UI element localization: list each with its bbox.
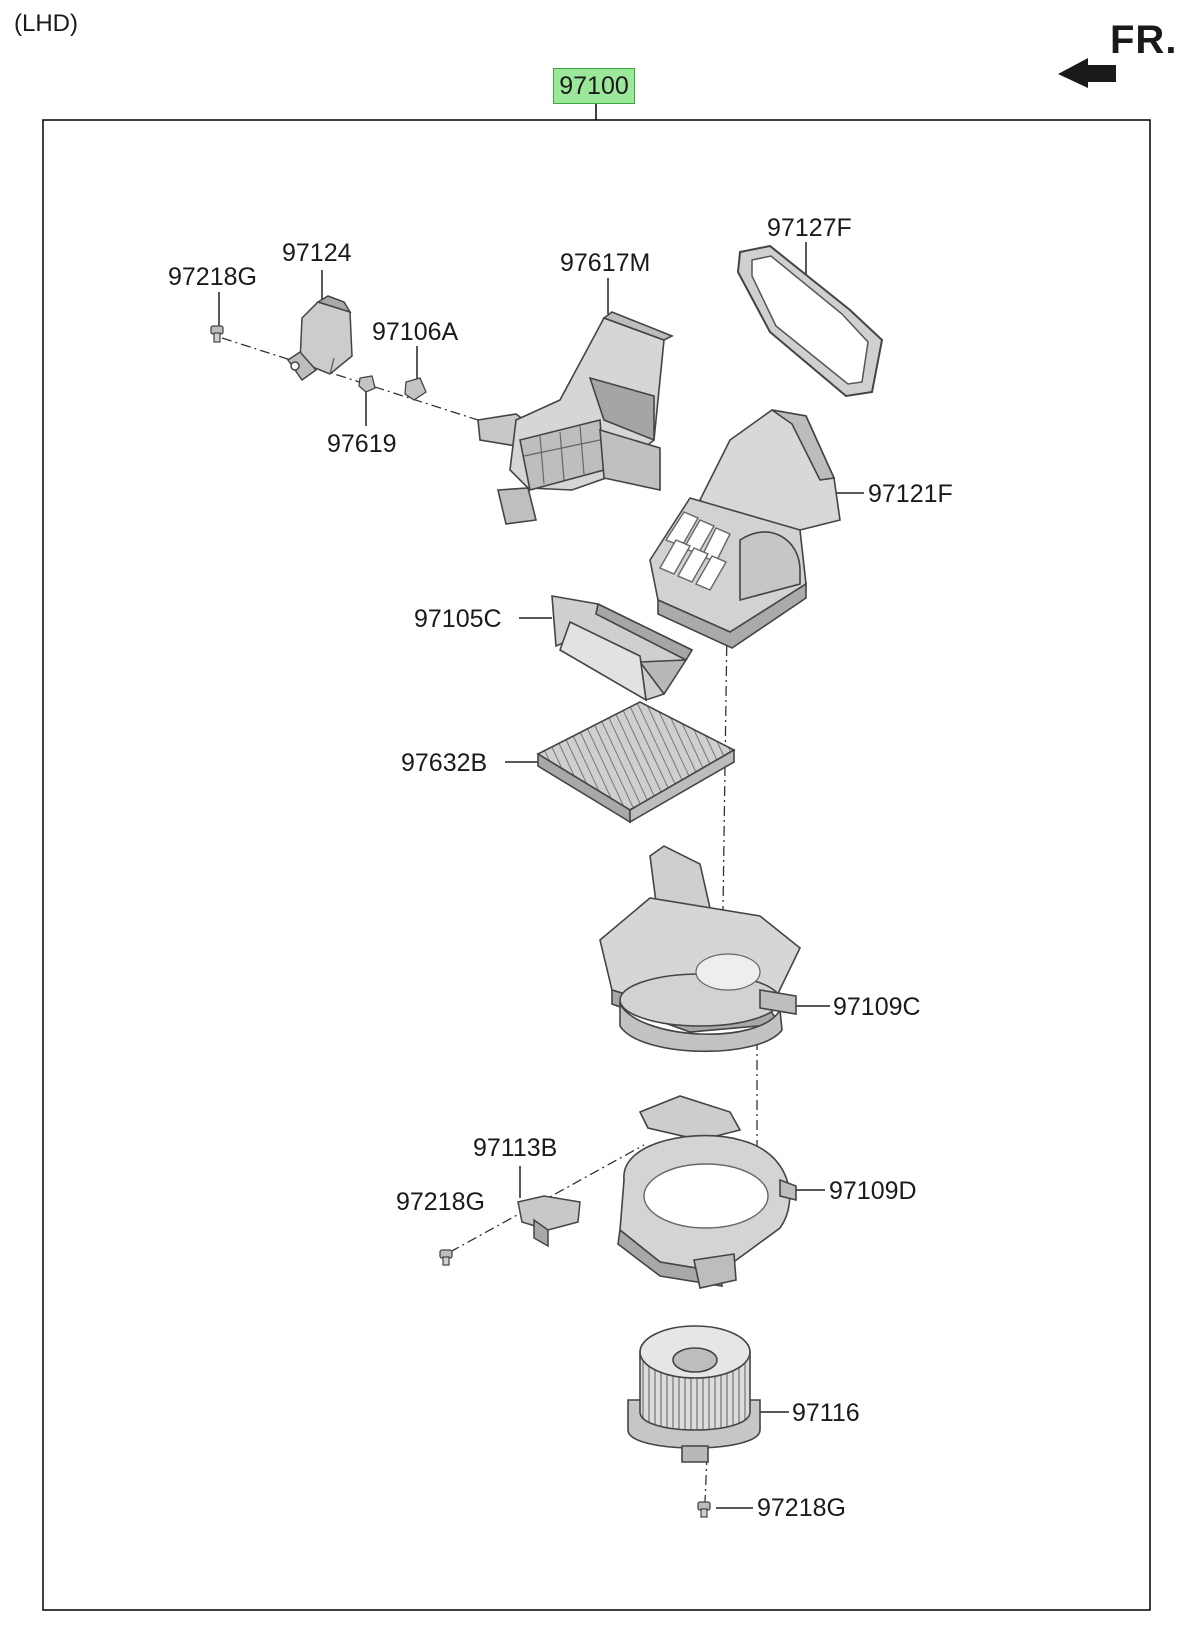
screw-97218G-mid[interactable]	[439, 1249, 453, 1266]
cabin-filter-97632B[interactable]	[536, 701, 736, 824]
link-97106A[interactable]	[404, 377, 427, 401]
callout-97632B[interactable]: 97632B	[401, 749, 488, 777]
blower-motor-97116[interactable]	[627, 1325, 761, 1463]
callout-97109D[interactable]: 97109D	[829, 1177, 917, 1205]
callout-97124[interactable]: 97124	[282, 239, 352, 267]
callout-97218G-bottom[interactable]: 97218G	[757, 1494, 846, 1522]
blower-case-lower-97109D[interactable]	[617, 1095, 797, 1289]
callout-97109C[interactable]: 97109C	[833, 993, 921, 1021]
screw-97218G-top[interactable]	[210, 325, 224, 343]
pin-97619[interactable]	[358, 375, 376, 393]
callout-97116[interactable]: 97116	[792, 1399, 860, 1427]
assembly-number-badge[interactable]: 97100	[553, 68, 635, 104]
filter-frame-97105C[interactable]	[551, 595, 694, 702]
blower-case-upper-97109C[interactable]	[599, 845, 801, 1053]
callout-97106A[interactable]: 97106A	[372, 318, 459, 346]
assembly-frame	[42, 104, 1151, 1611]
callout-97121F[interactable]: 97121F	[868, 480, 953, 508]
drive-side-note: (LHD)	[14, 10, 78, 37]
intake-housing-97121F[interactable]	[649, 409, 841, 649]
front-direction-label: FR.	[1110, 18, 1178, 62]
leader-lines	[218, 242, 864, 1509]
callout-97218G-top[interactable]: 97218G	[168, 263, 257, 291]
resistor-97113B[interactable]	[517, 1195, 581, 1248]
callout-97113B[interactable]: 97113B	[473, 1134, 558, 1162]
callout-97619[interactable]: 97619	[327, 430, 397, 458]
arrow-left-icon	[1058, 58, 1116, 88]
callout-97105C[interactable]: 97105C	[414, 605, 502, 633]
actuator-97124[interactable]	[286, 295, 353, 382]
duct-housing-97617M[interactable]	[477, 311, 674, 525]
callout-97218G-mid[interactable]: 97218G	[396, 1188, 485, 1216]
callout-97617M[interactable]: 97617M	[560, 249, 651, 277]
screw-97218G-bottom[interactable]	[697, 1501, 711, 1518]
seal-gasket-97127F[interactable]	[736, 244, 884, 398]
callout-97127F[interactable]: 97127F	[767, 214, 852, 242]
